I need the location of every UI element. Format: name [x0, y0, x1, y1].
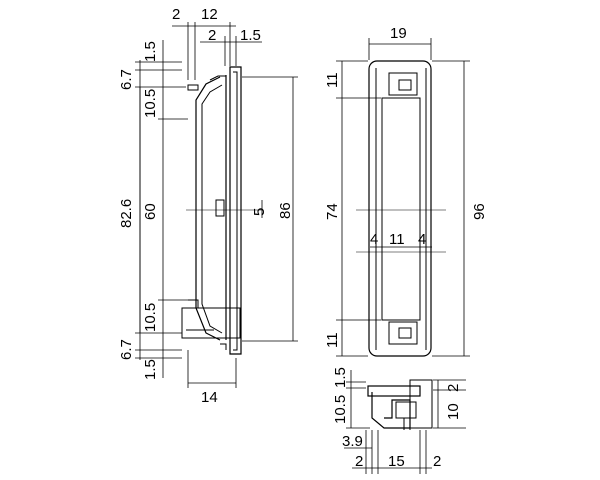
- end-left-dim-1p5: 1.5: [332, 367, 349, 388]
- side-view-body: [229, 66, 242, 355]
- side-view-bottom-step: [188, 299, 227, 350]
- end-view-block: [395, 401, 417, 419]
- front-view-top-slot: [388, 72, 418, 96]
- front-view-bottom-slot: [388, 321, 418, 345]
- side-left-dim-6p7-top: 6.7: [118, 69, 135, 90]
- front-view: 19 11 74 11 96 4 11 4: [324, 25, 488, 357]
- side-view-plate-inner: [233, 71, 238, 351]
- end-view-pin: [403, 418, 411, 430]
- side-view: 2 12 2 1.5 1.5 6.7 10.5 82.6 60 10.5 6.7…: [118, 6, 298, 406]
- front-inner-dim-4a: 4: [370, 231, 378, 248]
- side-view-latch: [215, 199, 225, 217]
- side-top-dim-12: 12: [201, 6, 218, 23]
- side-bottom-dim-14: 14: [201, 389, 218, 406]
- side-view-top-hook: [187, 75, 226, 91]
- side-view-handle: [195, 75, 227, 341]
- side-left-dim-60: 60: [142, 203, 159, 220]
- front-left-dim-11-bottom: 11: [324, 332, 341, 348]
- side-right-dim-5: 5: [251, 208, 268, 216]
- side-top-dim-2b: 2: [208, 27, 216, 44]
- end-view-flange: [409, 379, 433, 429]
- end-right-dim-10: 10: [445, 403, 462, 420]
- end-right-dim-2: 2: [445, 384, 462, 392]
- front-inner-dim-4b: 4: [418, 231, 426, 248]
- front-right-dim-96: 96: [471, 203, 488, 220]
- end-bottom-dim-2a: 2: [355, 453, 363, 470]
- side-left-dim-6p7-bottom: 6.7: [118, 339, 135, 360]
- end-view: 1.5 10.5 2 10 3.9 2 15 2: [332, 367, 466, 474]
- end-view-body: [367, 385, 421, 397]
- side-left-dim-1p5-bottom: 1.5: [142, 359, 159, 380]
- front-view-outer: [368, 60, 432, 357]
- front-left-dim-11-top: 11: [324, 72, 341, 88]
- side-left-dim-10p5-bottom: 10.5: [142, 303, 159, 332]
- end-bottom-dim-15: 15: [388, 453, 405, 470]
- side-view-handle-inner: [201, 84, 223, 334]
- front-view-bottom-slot-mark: [398, 327, 412, 339]
- end-bottom-dim-2b: 2: [433, 453, 441, 470]
- end-bottom-dim-3p9: 3.9: [342, 433, 363, 450]
- front-left-dim-74: 74: [324, 203, 341, 220]
- side-view-bottom-hook: [181, 307, 241, 339]
- front-view-inner: [381, 97, 421, 321]
- side-right-dim-86: 86: [277, 202, 294, 219]
- end-left-dim-10p5: 10.5: [332, 395, 349, 424]
- side-top-dim-1p5: 1.5: [240, 27, 261, 44]
- side-left-dim-82p6: 82.6: [118, 199, 135, 228]
- side-top-dim-2a: 2: [172, 6, 180, 23]
- side-left-dim-10p5-top: 10.5: [142, 89, 159, 118]
- front-view-side-rail: [375, 68, 427, 350]
- front-inner-dim-11: 11: [389, 231, 405, 248]
- front-top-dim-19: 19: [390, 25, 407, 42]
- side-left-dim-1p5-top: 1.5: [142, 41, 159, 62]
- front-view-top-slot-mark: [398, 79, 412, 91]
